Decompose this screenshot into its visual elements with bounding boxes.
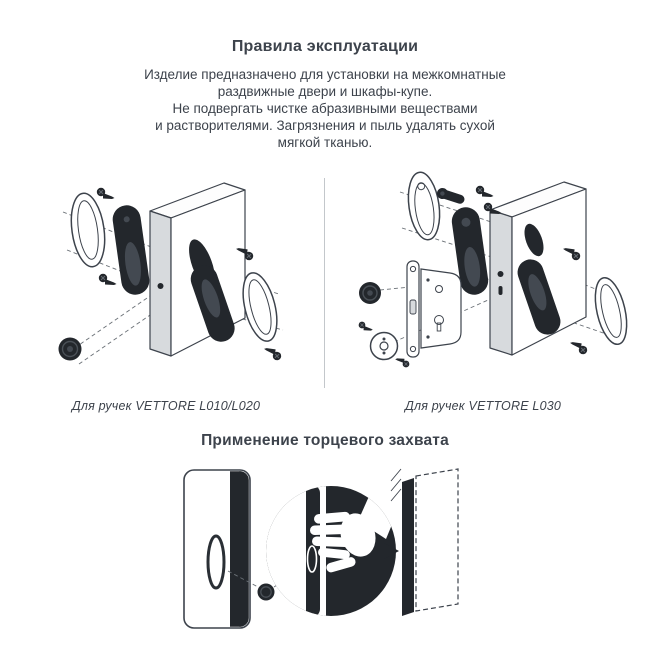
outer-plate-oval — [407, 171, 441, 241]
page-title: Правила эксплуатации — [231, 38, 419, 55]
intro-line: мягкой тканью. — [277, 135, 373, 150]
outer-plate-oval — [70, 192, 106, 268]
cylinder-knob — [58, 337, 82, 361]
screw-icon — [568, 341, 589, 356]
inner-ring-oval — [242, 272, 278, 342]
intro-line: Изделие предназначено для установки на м… — [144, 67, 506, 82]
intro-text: Изделие предназначено для установки на м… — [0, 66, 650, 151]
lock-faceplate — [406, 260, 420, 358]
intro-line: раздвижные двери и шкафы-купе. — [217, 84, 433, 99]
handle-shell-near — [451, 207, 489, 295]
edge-grip-illustration — [178, 463, 473, 638]
handle-shell-far — [517, 259, 561, 335]
receiving-panel — [390, 468, 459, 616]
screw-icon — [394, 357, 410, 368]
door-panel — [183, 469, 251, 629]
diagram-divider — [324, 178, 325, 388]
screw-icon — [98, 273, 118, 286]
handle-shell-near — [112, 205, 150, 295]
mortise-lock — [406, 260, 462, 358]
edge-grip-svg — [183, 468, 459, 629]
thumbturn-lever — [436, 188, 465, 204]
handle-shell-far — [190, 265, 235, 342]
inner-ring-oval — [594, 276, 628, 346]
hatch-marks — [390, 468, 402, 502]
exploded-view-l010-svg — [58, 182, 284, 365]
exploded-diagram-l010-l020 — [37, 166, 307, 391]
door-block — [489, 181, 587, 356]
caption-l030: Для ручек VETTORE L030 — [404, 399, 562, 413]
edge-grip-knob — [257, 583, 275, 601]
magnified-view — [266, 486, 396, 616]
round-escutcheon — [369, 331, 399, 361]
screw-icon — [262, 347, 283, 362]
exploded-diagram-l030 — [338, 162, 638, 397]
screw-icon — [475, 185, 495, 198]
intro-line: и растворителями. Загрязнения и пыль уда… — [155, 118, 495, 133]
caption-l010-l020: Для ручек VETTORE L010/L020 — [71, 399, 261, 413]
section-title-edge-grip: Применение торцевого захвата — [201, 432, 449, 449]
arrow-right-icon — [384, 543, 399, 559]
screw-icon — [358, 321, 374, 332]
exploded-view-l030-svg — [358, 171, 628, 368]
screw-icon — [96, 187, 116, 200]
cylinder-knob — [359, 282, 381, 304]
intro-line: Не подвергать чистке абразивными веществ… — [172, 101, 478, 116]
